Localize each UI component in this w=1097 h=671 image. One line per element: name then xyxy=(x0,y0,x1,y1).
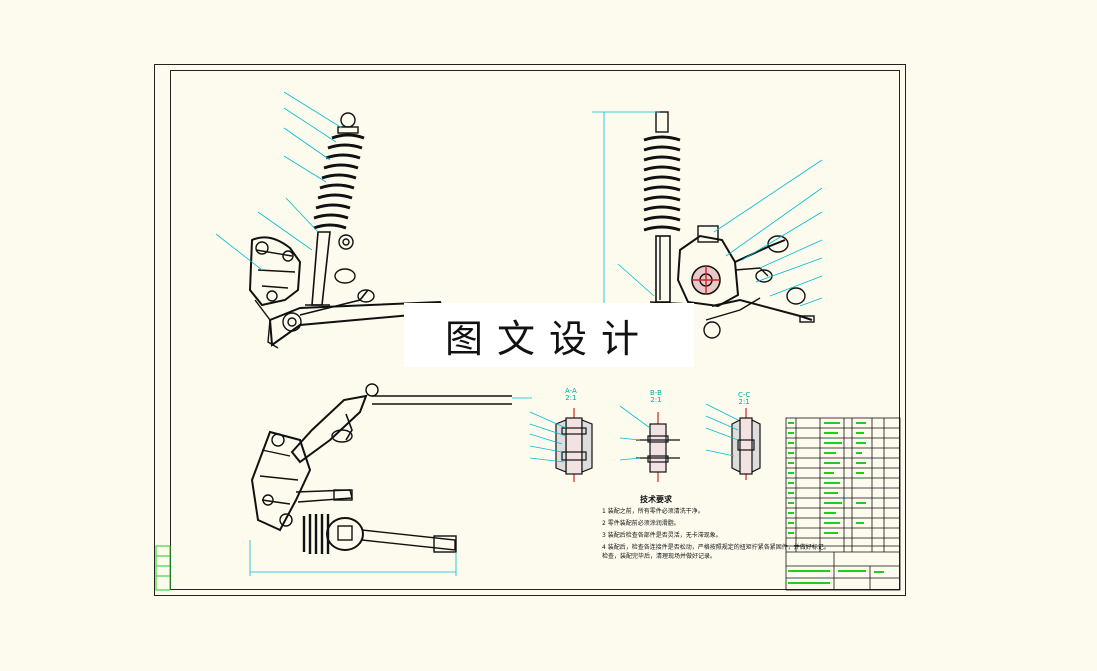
section-view-a-a xyxy=(555,408,593,482)
section-view-b-b xyxy=(636,412,680,482)
section-label-c-c: C-C 2:1 xyxy=(738,392,750,406)
technical-note-3: 3 装配后检查各部件是否灵活，无卡滞现象。 xyxy=(602,532,722,539)
rubber-boot xyxy=(302,514,330,554)
parts-list-table xyxy=(785,417,901,591)
coil-spring-side xyxy=(643,135,681,232)
section-name: B-B xyxy=(650,389,662,397)
technical-note-4: 4 装配后，检查各连接件是否松动，严格按照规定的扭矩拧紧各紧固件，并做好标记。 xyxy=(602,544,830,551)
drawing-sheet-outer-border xyxy=(154,64,906,596)
section-name: A-A xyxy=(565,387,577,395)
section-name: C-C xyxy=(738,391,751,399)
front-view-suspension xyxy=(248,112,455,349)
technical-note-2: 2 零件装配前必须涂润滑脂。 xyxy=(602,520,680,527)
front-view-leaders xyxy=(215,91,343,271)
section-label-b-b: B-B 2:1 xyxy=(650,390,662,404)
side-view-leaders xyxy=(617,159,823,307)
revision-stamp-column xyxy=(155,545,171,591)
technical-note-1: 1 装配之前，所有零件必须清洗干净。 xyxy=(602,508,704,515)
section-label-a-a: A-A 2:1 xyxy=(565,388,577,402)
section-scale: 2:1 xyxy=(738,398,750,406)
section-scale: 2:1 xyxy=(650,396,662,404)
coil-spring xyxy=(313,133,365,230)
watermark-banner: 图文设计 xyxy=(404,303,694,367)
side-view-suspension xyxy=(643,111,815,339)
section-view-c-c xyxy=(731,408,761,480)
technical-note-4-cont: 检查，装配完毕后，清理现场并做好记录。 xyxy=(602,553,717,560)
technical-requirements-title: 技术要求 xyxy=(640,495,672,504)
parts-list-entries xyxy=(788,422,884,584)
section-leaders xyxy=(512,397,739,463)
plan-view-dimension xyxy=(249,540,457,576)
plan-view-suspension xyxy=(250,383,512,554)
drawing-sheet-inner-border xyxy=(170,70,900,590)
section-scale: 2:1 xyxy=(565,394,577,402)
